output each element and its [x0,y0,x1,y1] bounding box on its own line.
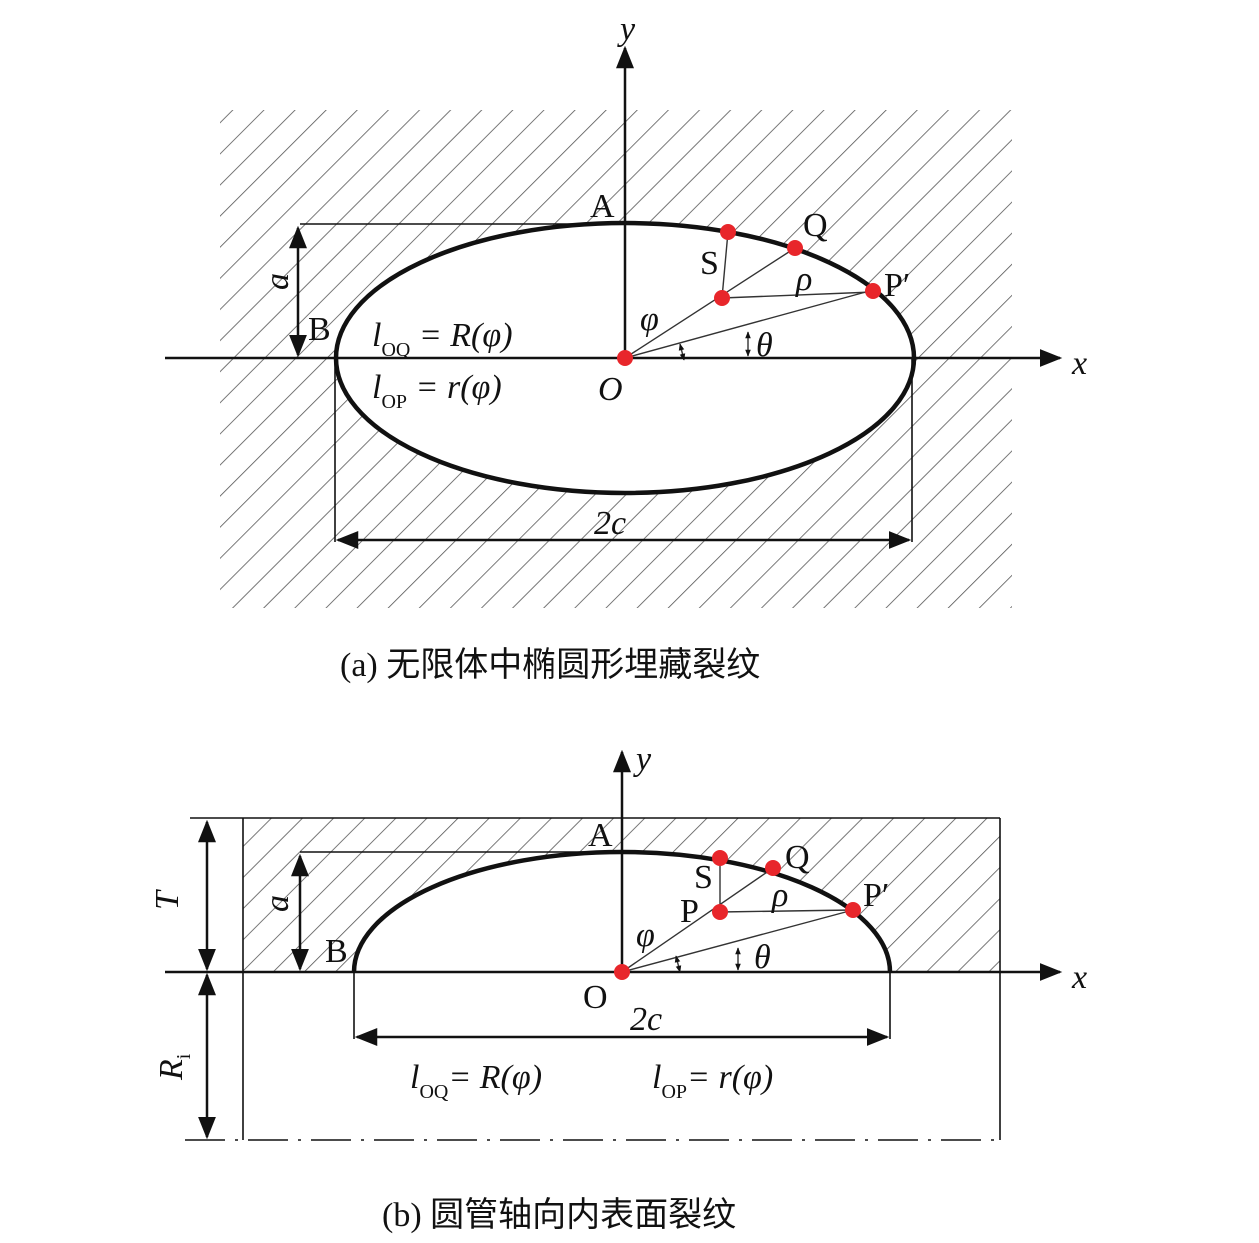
caption-a: (a) 无限体中椭圆形埋藏裂纹 [340,646,760,684]
construction-lines [624,231,874,361]
label-rho: ρ [795,261,812,298]
x-axis-label: x [1071,959,1087,996]
label-a: a [259,895,296,912]
label-2c: 2c [630,1001,662,1038]
label-B: B [325,933,348,970]
point-P-prime [865,283,881,299]
label-a: a [259,273,296,290]
label-Q: Q [803,207,828,244]
label-B: B [308,311,331,348]
label-2c: 2c [594,505,626,542]
label-phi: φ [640,301,659,338]
point-S [720,224,736,240]
label-O: O [583,979,608,1016]
label-A: A [590,188,615,225]
equation-l-OQ: lOQ = R(φ) [372,317,513,361]
axes [165,45,1063,367]
label-P-prime: P′ [863,877,889,914]
points [617,224,881,366]
y-axis-label: y [617,11,636,48]
label-theta: θ [754,939,771,976]
label-rho: ρ [771,877,788,914]
point-Q [787,240,803,256]
label-S: S [694,859,713,896]
equation-l-OP: lOP= r(φ) [652,1059,773,1103]
label-A: A [588,817,613,854]
y-axis-label: y [633,741,652,778]
point-P-prime [845,902,861,918]
point-O [617,350,633,366]
dimension-lines [289,223,913,549]
label-theta: θ [756,327,773,364]
x-axis-label: x [1071,345,1087,382]
point-Q [765,860,781,876]
equation-l-OP: lOP = r(φ) [372,369,502,413]
point-P [712,904,728,920]
panel-b: y x A B O S Q P P′ ρ φ θ a 2c T Ri lOQ= … [149,741,1087,1234]
equation-l-OQ: lOQ= R(φ) [410,1059,542,1103]
label-P: P [680,893,699,930]
construction-lines [621,858,854,973]
label-Ri: Ri [153,1053,195,1081]
label-P-prime: P′ [884,267,910,304]
point-O [614,964,630,980]
points [614,850,861,980]
label-O: O [598,371,623,408]
point-P [714,290,730,306]
label-phi: φ [636,917,655,954]
dimension-lines [185,817,1001,1141]
point-S [712,850,728,866]
axes [165,749,1063,981]
label-S: S [700,245,719,282]
label-T: T [149,889,186,910]
label-Q: Q [785,839,810,876]
panel-a: y x A B O S Q P′ ρ φ θ a 2c lOQ = R(φ) l… [165,11,1087,684]
caption-b: (b) 圆管轴向内表面裂纹 [382,1196,736,1234]
